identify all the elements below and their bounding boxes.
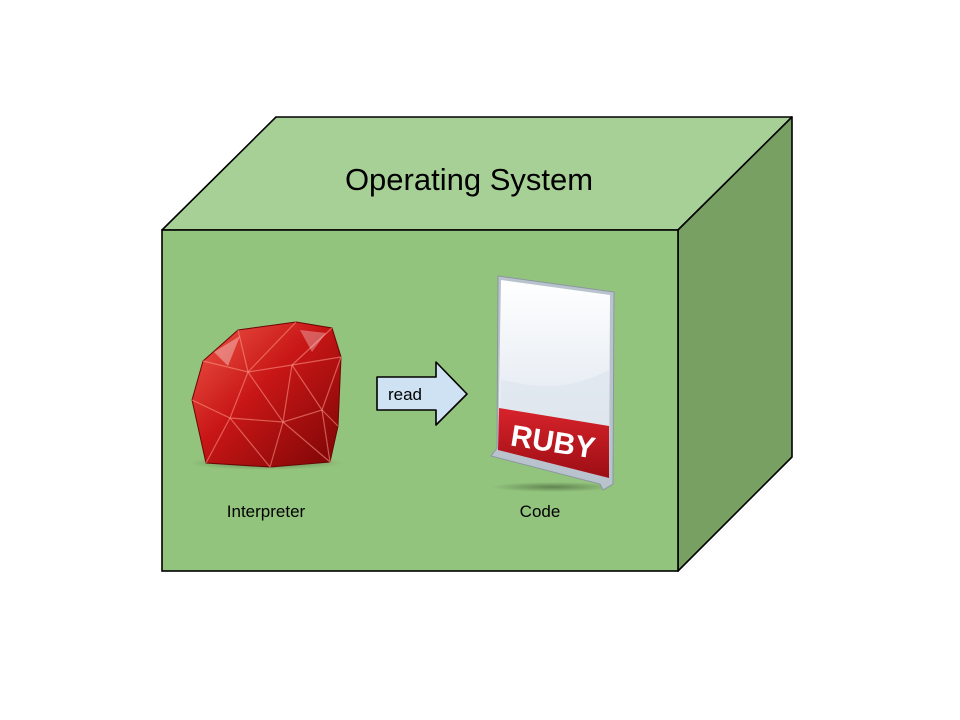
code-label: Code	[520, 502, 561, 521]
read-arrow	[376, 361, 468, 426]
interpreter-label: Interpreter	[227, 502, 306, 521]
ruby-gem-icon	[188, 321, 344, 470]
os-title: Operating System	[345, 162, 593, 197]
arrow-label: read	[388, 385, 422, 404]
ruby-document-icon: RUBY	[490, 275, 615, 492]
